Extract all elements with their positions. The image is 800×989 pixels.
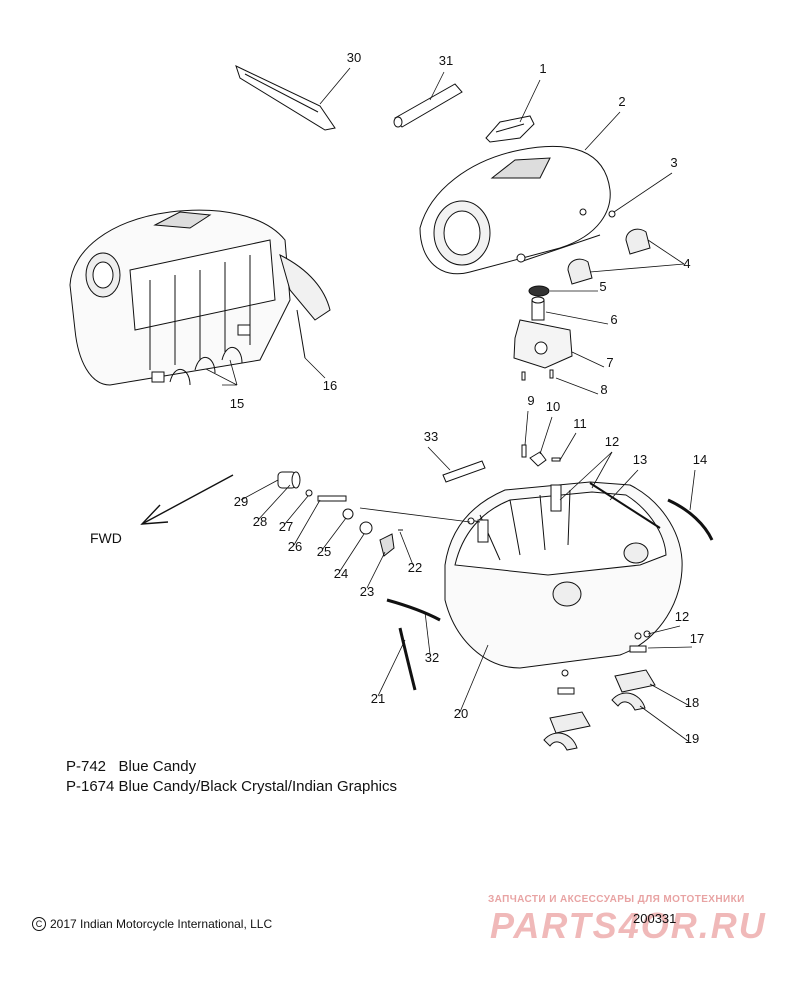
part-4-hinges: [567, 228, 651, 285]
callout-1: 1: [539, 61, 546, 76]
callout-7: 7: [606, 355, 613, 370]
part-18-19-brackets: [543, 669, 656, 751]
callout-27: 27: [279, 519, 293, 534]
watermark-tagline: ЗАПЧАСТИ И АКСЕССУАРЫ ДЛЯ МОТОТЕХНИКИ: [488, 894, 745, 905]
callout-31: 31: [439, 53, 453, 68]
callout-32: 32: [425, 650, 439, 665]
part-32-strip: [386, 598, 441, 622]
legend-line-2: P-1674 Blue Candy/Black Crystal/Indian G…: [66, 778, 397, 795]
watermark-logo: PARTS4OR.RU: [490, 905, 767, 946]
part-20-saddlebag-body: [444, 481, 683, 669]
legend-line-1: P-742 Blue Candy: [66, 758, 196, 775]
legend-code-2: P-1674: [66, 778, 115, 795]
callout-11: 11: [573, 416, 587, 431]
copyright: C 2017 Indian Motorcycle International, L…: [32, 917, 272, 931]
copyright-text: 2017 Indian Motorcycle International, LL…: [50, 917, 273, 931]
part-14-edge-trim: [667, 498, 714, 541]
fwd-label: FWD: [90, 530, 122, 546]
callout-29: 29: [234, 494, 248, 509]
callout-18: 18: [685, 695, 699, 710]
part-33-bar: [442, 460, 486, 483]
part-15-straps: [169, 347, 243, 386]
callout-21: 21: [371, 691, 385, 706]
legend-code-1: P-742: [66, 758, 107, 775]
legend-desc-1: Blue Candy: [118, 758, 197, 775]
callout-12: 12: [605, 434, 619, 449]
part-8-screws: [521, 369, 554, 381]
legend-desc-2: Blue Candy/Black Crystal/Indian Graphics: [118, 778, 398, 795]
part-3-screw: [608, 210, 616, 218]
callout-23: 23: [360, 584, 374, 599]
callout-5: 5: [599, 279, 606, 294]
part-13-trim: [589, 482, 661, 529]
callout-30: 30: [347, 50, 361, 65]
part-7-lock-housing: [513, 319, 573, 369]
callout-26: 26: [288, 539, 302, 554]
callout-25: 25: [317, 544, 331, 559]
part-16-cable: [296, 309, 306, 359]
part-30-trim-strip: [235, 65, 336, 131]
callout-24: 24: [334, 566, 348, 581]
callout-15: 15: [230, 396, 244, 411]
part-2-saddlebag-lid: [419, 145, 611, 275]
part-6-post: [531, 296, 545, 321]
callout-3: 3: [670, 155, 677, 170]
callout-17: 17: [690, 631, 704, 646]
callout-16: 16: [323, 378, 337, 393]
callout-13: 13: [633, 452, 647, 467]
callout-2: 2: [618, 94, 625, 109]
callout-12: 12: [675, 609, 689, 624]
saddlebag-assembly-left: [69, 209, 331, 386]
part-29-24-hardware-stack: [277, 471, 403, 557]
callout-33: 33: [424, 429, 438, 444]
copyright-icon: C: [32, 917, 46, 931]
diagram-id: 200331: [633, 911, 677, 926]
callout-10: 10: [546, 399, 560, 414]
callout-6: 6: [610, 312, 617, 327]
callout-20: 20: [454, 706, 468, 721]
callout-19: 19: [685, 731, 699, 746]
fwd-arrow: [140, 474, 234, 525]
callout-9: 9: [527, 393, 534, 408]
callout-8: 8: [600, 382, 607, 397]
callout-14: 14: [693, 452, 707, 467]
callout-4: 4: [683, 256, 690, 271]
part-31-seal: [393, 83, 463, 128]
part-12-17-fasteners: [557, 630, 651, 695]
callout-28: 28: [253, 514, 267, 529]
leader-lines: [240, 67, 696, 742]
part-9-11-hardware: [521, 444, 561, 467]
callout-22: 22: [408, 560, 422, 575]
part-5-washer: [528, 285, 550, 297]
part-1-latch: [485, 115, 535, 143]
part-21-strip: [398, 627, 417, 691]
